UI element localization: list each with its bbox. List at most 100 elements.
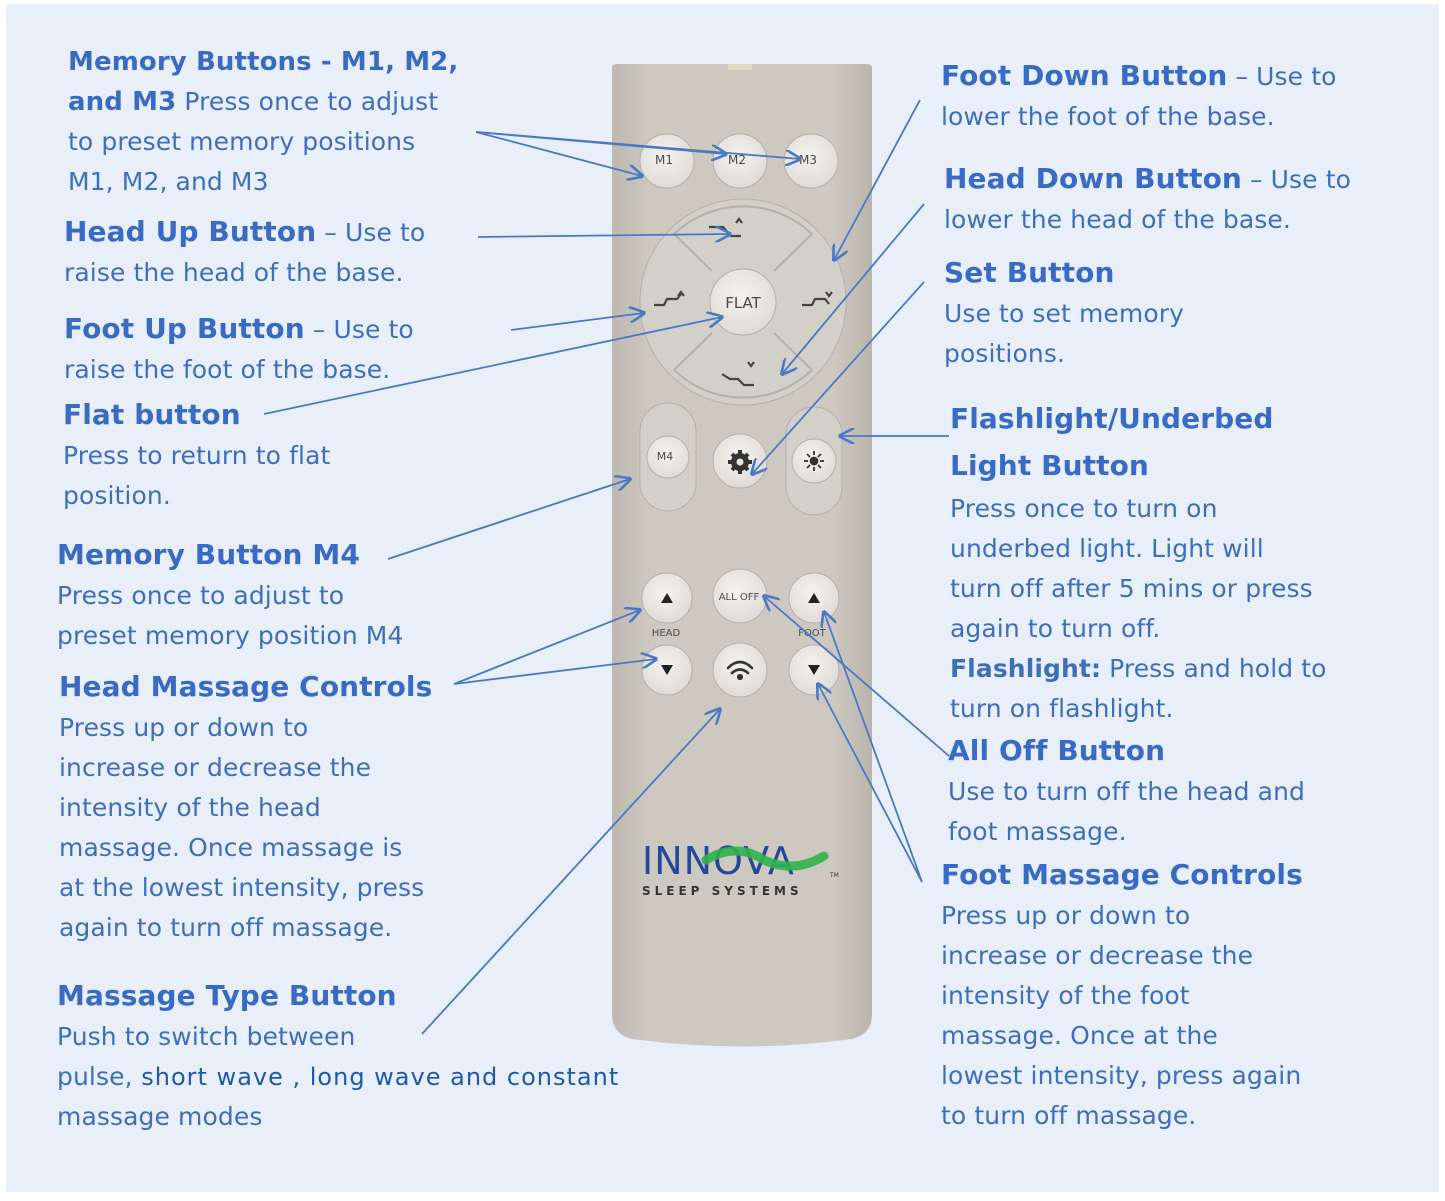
desc-line: underbed light. Light will: [950, 534, 1264, 563]
logo-tm: TM: [829, 872, 839, 879]
desc-line: Use to turn off the head and: [948, 777, 1305, 806]
desc-line: Use to set memory: [944, 299, 1185, 328]
desc-line: raise the foot of the base.: [64, 355, 391, 384]
desc-line: pulse, short wave , long wave and consta…: [57, 1057, 619, 1097]
label-foot-massage: Foot Massage Controls Press up or down t…: [941, 855, 1303, 1136]
desc-line: Press once to adjust to: [57, 581, 345, 610]
desc-line: to turn off massage.: [941, 1101, 1197, 1130]
triangle-down-icon: [661, 665, 673, 675]
desc-line: massage. Once at the: [941, 1021, 1218, 1050]
desc-line: again to turn off.: [950, 614, 1161, 643]
desc-line: intensity of the foot: [941, 981, 1190, 1010]
title: Foot Down Button: [941, 59, 1228, 92]
desc-line: Press once to turn on: [950, 494, 1218, 523]
arrow-flat: [263, 317, 722, 415]
arrow-foot-up: [510, 313, 644, 331]
head-massage-down-button[interactable]: [641, 644, 693, 696]
title: Foot Up Button: [64, 312, 305, 345]
dash: – Use to: [304, 315, 414, 344]
arrow-head-down: [782, 203, 925, 374]
triangle-up-icon: [808, 593, 820, 603]
foot-down-button[interactable]: [802, 291, 833, 307]
label-massage-type: Massage Type Button Push to switch betwe…: [57, 976, 619, 1137]
logo-tagline: SLEEP SYSTEMS: [642, 884, 803, 898]
title: Massage Type Button: [57, 979, 397, 1012]
m2-button[interactable]: M2: [712, 133, 768, 189]
desc-line: preset memory position M4: [57, 621, 404, 650]
desc-line: massage. Once massage is: [59, 833, 403, 862]
desc-line: intensity of the head: [59, 793, 321, 822]
desc-line: again to turn off massage.: [59, 913, 393, 942]
light-icon: [804, 451, 824, 471]
desc-line: Flashlight: Press and hold to: [950, 649, 1327, 689]
title: Head Up Button: [64, 215, 317, 248]
arrow-m3: [475, 131, 800, 159]
diagram-canvas: M1 M2 M3: [6, 4, 1439, 1192]
title: Flashlight/Underbed: [950, 402, 1274, 435]
desc-line: position.: [63, 481, 171, 510]
light-button[interactable]: [785, 406, 843, 516]
label-all-off: All Off Button Use to turn off the head …: [948, 731, 1305, 852]
label-head-up: Head Up Button – Use to raise the head o…: [64, 212, 425, 293]
arrow-all-off: [764, 596, 950, 757]
all-off-button[interactable]: ALL OFF: [712, 568, 768, 624]
triangle-up-icon: [661, 593, 673, 603]
m2-label: M2: [728, 153, 746, 167]
arrow-foot-massage-down: [818, 684, 923, 883]
desc-line: lower the head of the base.: [944, 205, 1291, 234]
title: Memory Buttons - M1, M2,: [68, 47, 459, 77]
foot-up-icon: [654, 290, 685, 307]
flat-label: FLAT: [725, 294, 761, 312]
label-memory-m4: Memory Button M4 Press once to adjust to…: [57, 535, 403, 656]
head-massage-up-button[interactable]: [641, 572, 693, 624]
foot-massage-up-button[interactable]: [788, 572, 840, 624]
title: Foot Massage Controls: [941, 858, 1303, 891]
desc-line: to preset memory positions: [68, 127, 416, 156]
label-head-down: Head Down Button – Use to lower the head…: [944, 159, 1351, 240]
desc-line: Push to switch between: [57, 1022, 356, 1051]
callout-arrows: [263, 99, 950, 1035]
title: All Off Button: [948, 734, 1166, 767]
set-button[interactable]: [712, 433, 768, 489]
m3-label: M3: [799, 153, 817, 167]
desc-line: turn on flashlight.: [950, 694, 1174, 723]
foot-up-button[interactable]: [654, 290, 685, 307]
desc-line: positions.: [944, 339, 1065, 368]
m3-button[interactable]: M3: [783, 133, 839, 189]
head-label: HEAD: [652, 628, 681, 639]
title: Head Down Button: [944, 162, 1242, 195]
head-down-button[interactable]: [721, 361, 755, 387]
title2: Light Button: [950, 449, 1149, 482]
label-set: Set Button Use to set memory positions.: [944, 253, 1184, 374]
m1-button[interactable]: M1: [639, 133, 695, 189]
foot-massage-down-button[interactable]: [788, 644, 840, 696]
title2: and M3: [68, 87, 177, 117]
foot-label: FOOT: [798, 628, 826, 639]
label-memory-m1-m3: Memory Buttons - M1, M2, and M3 Press on…: [68, 42, 458, 202]
desc-modes: short wave , long wave and constant: [132, 1063, 620, 1091]
triangle-down-icon: [808, 665, 820, 675]
label-foot-down: Foot Down Button – Use to lower the foot…: [941, 56, 1337, 137]
desc-line: Press up or down to: [59, 713, 309, 742]
logo-swoosh: [701, 846, 829, 871]
head-down-icon: [721, 361, 755, 387]
all-off-label: ALL OFF: [719, 592, 760, 603]
dash: – Use to: [1241, 165, 1351, 194]
arrow-m1: [475, 131, 642, 176]
arrow-set: [752, 281, 925, 474]
arrow-head-up: [477, 234, 730, 237]
label-flashlight: Flashlight/Underbed Light Button Press o…: [950, 395, 1327, 729]
title: Set Button: [944, 256, 1115, 289]
flat-button[interactable]: FLAT: [709, 268, 777, 336]
desc-line: lowest intensity, press again: [941, 1061, 1302, 1090]
label-flat: Flat button Press to return to flat posi…: [63, 395, 330, 516]
massage-type-button[interactable]: [712, 642, 768, 698]
wave-icon: [726, 660, 754, 681]
m4-button[interactable]: M4: [639, 402, 697, 512]
desc-line: raise the head of the base.: [64, 258, 404, 287]
desc-line: turn off after 5 mins or press: [950, 574, 1313, 603]
desc-line: Press to return to flat: [63, 441, 331, 470]
flash-title: Flashlight:: [950, 654, 1102, 683]
dash: – Use to: [316, 218, 426, 247]
desc-line: at the lowest intensity, press: [59, 873, 425, 902]
